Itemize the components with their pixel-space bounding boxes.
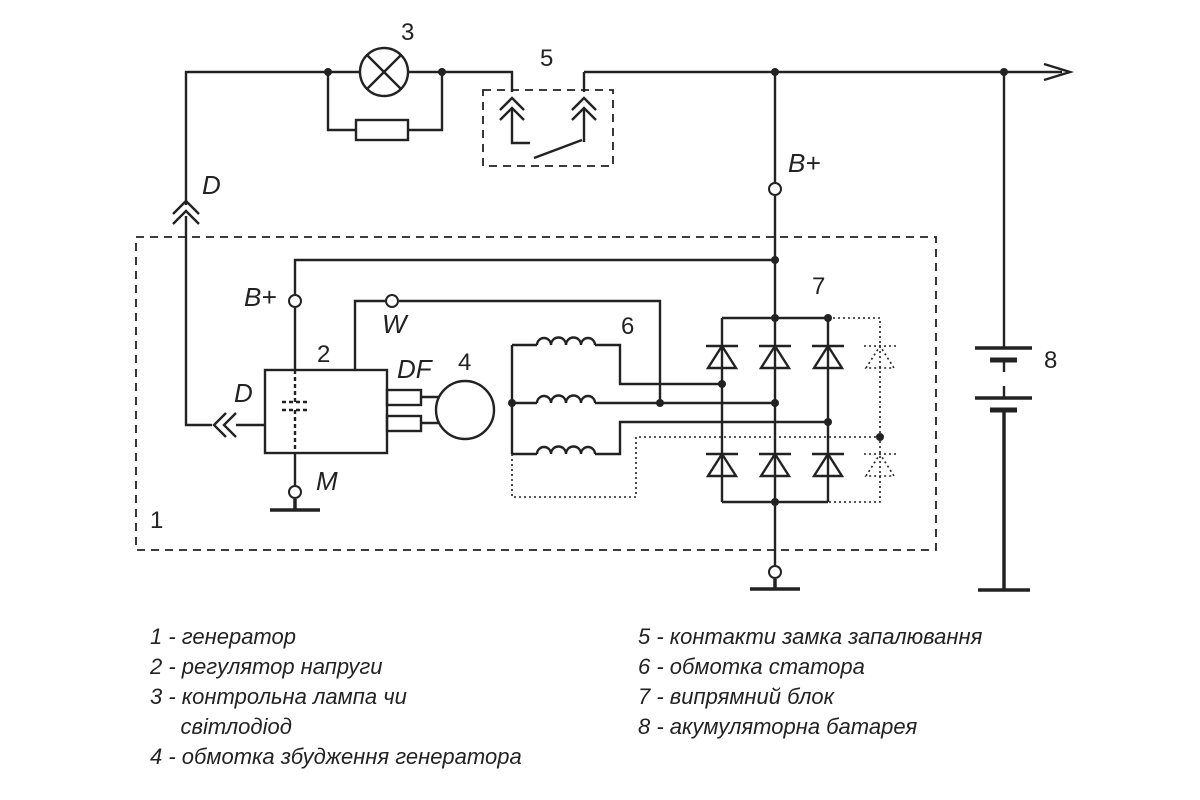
legend-item: 7 - випрямний блок: [638, 684, 835, 709]
label-w: W: [382, 309, 409, 339]
legend-item: 3 - контрольна лампа чи: [150, 684, 407, 709]
label-b-plus-top: B+: [788, 148, 821, 178]
generator-boundary: [135, 236, 937, 551]
field-winding: [434, 379, 496, 441]
ground-terminal: [768, 565, 782, 579]
number-3: 3: [401, 19, 414, 46]
output-arrow: [1043, 62, 1075, 82]
label-d-top: D: [202, 170, 221, 200]
label-m: M: [316, 466, 338, 496]
number-7: 7: [812, 273, 825, 300]
legend-item: 2 - регулятор напруги: [150, 654, 383, 679]
control-lamp: [324, 46, 446, 142]
legend-item: 6 - обмотка статора: [638, 654, 865, 679]
legend-item: 8 - акумуляторна батарея: [638, 714, 918, 739]
number-4: 4: [458, 349, 471, 376]
label-d-reg: D: [234, 378, 253, 408]
voltage-regulator: [263, 368, 389, 455]
terminal-b-plus-reg: [288, 294, 302, 308]
d-connector: [172, 199, 200, 225]
battery: [975, 72, 1032, 592]
legend-item: 5 - контакти замка запалювання: [638, 624, 983, 649]
regulator-capacitor: [282, 370, 308, 453]
legend-item: світлодіод: [150, 714, 292, 739]
number-6: 6: [621, 313, 634, 340]
legend-item: 4 - обмотка збудження генератора: [150, 744, 522, 769]
ignition-switch: [442, 70, 614, 167]
label-df: DF: [397, 354, 434, 384]
d-reg-connector: [212, 412, 237, 438]
terminal-w: [385, 294, 399, 308]
number-1: 1: [150, 507, 163, 534]
label-b-plus-reg: B+: [244, 282, 277, 312]
terminal-m: [288, 485, 302, 499]
number-5: 5: [540, 45, 553, 72]
legend-item: 1 - генератор: [150, 624, 296, 649]
number-2: 2: [317, 341, 330, 368]
terminal-b-plus-top: [768, 182, 782, 196]
wire-d-line: [184, 70, 328, 205]
wiring-diagram: D B+ B+ W DF D M 1 2 3 4 5 6 7 8: [135, 19, 1075, 592]
legend-right: 5 - контакти замка запалювання 6 - обмот…: [638, 622, 982, 742]
number-8: 8: [1044, 347, 1057, 374]
legend-left: 1 - генератор 2 - регулятор напруги 3 - …: [150, 622, 522, 772]
stator-winding: [508, 336, 880, 498]
rectifier-block: [705, 314, 896, 506]
